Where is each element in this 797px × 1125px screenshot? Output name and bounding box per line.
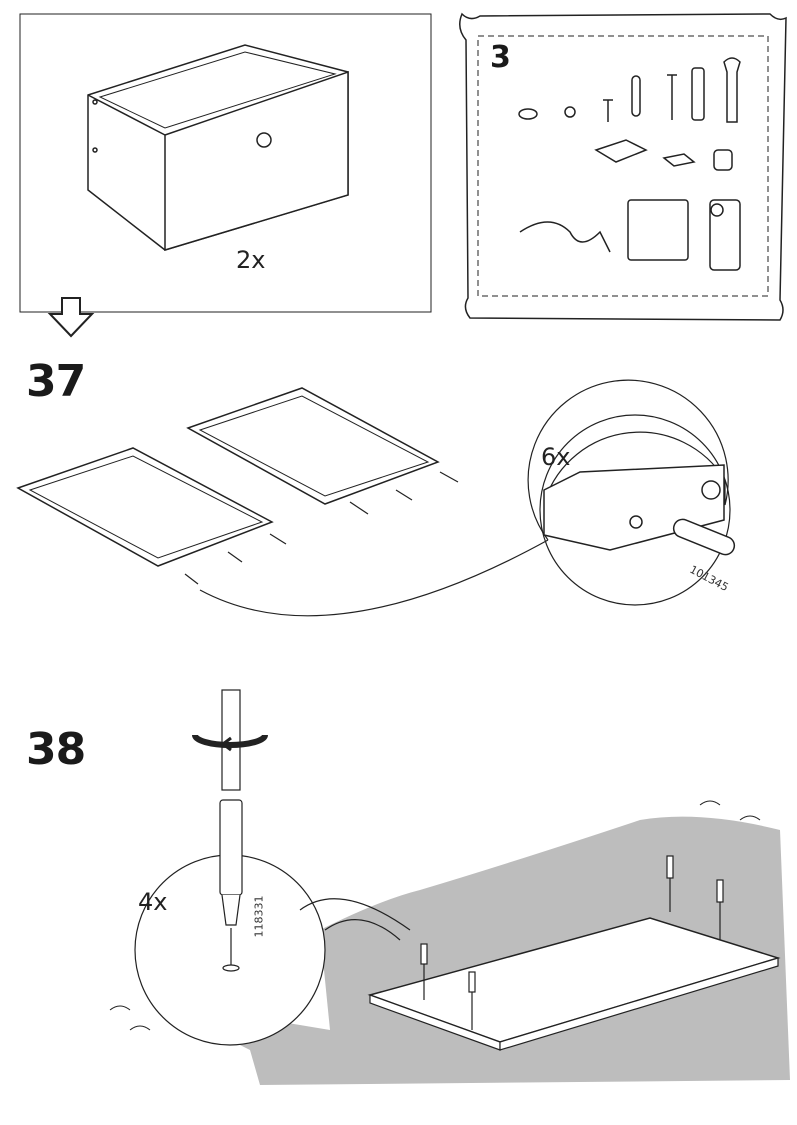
step-37-quantity-label: 6x xyxy=(541,443,571,471)
drawer-panel xyxy=(19,13,432,313)
step-38-quantity-label: 4x xyxy=(138,888,168,916)
drawer-quantity-label: 2x xyxy=(236,246,266,274)
drawer-illustration xyxy=(87,44,349,252)
hardware-bag-panel xyxy=(459,12,787,321)
step-37-illustration xyxy=(16,379,736,617)
step-number-38: 38 xyxy=(26,724,86,775)
bag-number-label: 3 xyxy=(490,40,511,75)
down-arrow-icon xyxy=(47,297,95,338)
step-38-illustration xyxy=(109,689,790,1085)
step-number-37: 37 xyxy=(26,356,86,407)
step-38-part-number: 118331 xyxy=(252,895,266,938)
